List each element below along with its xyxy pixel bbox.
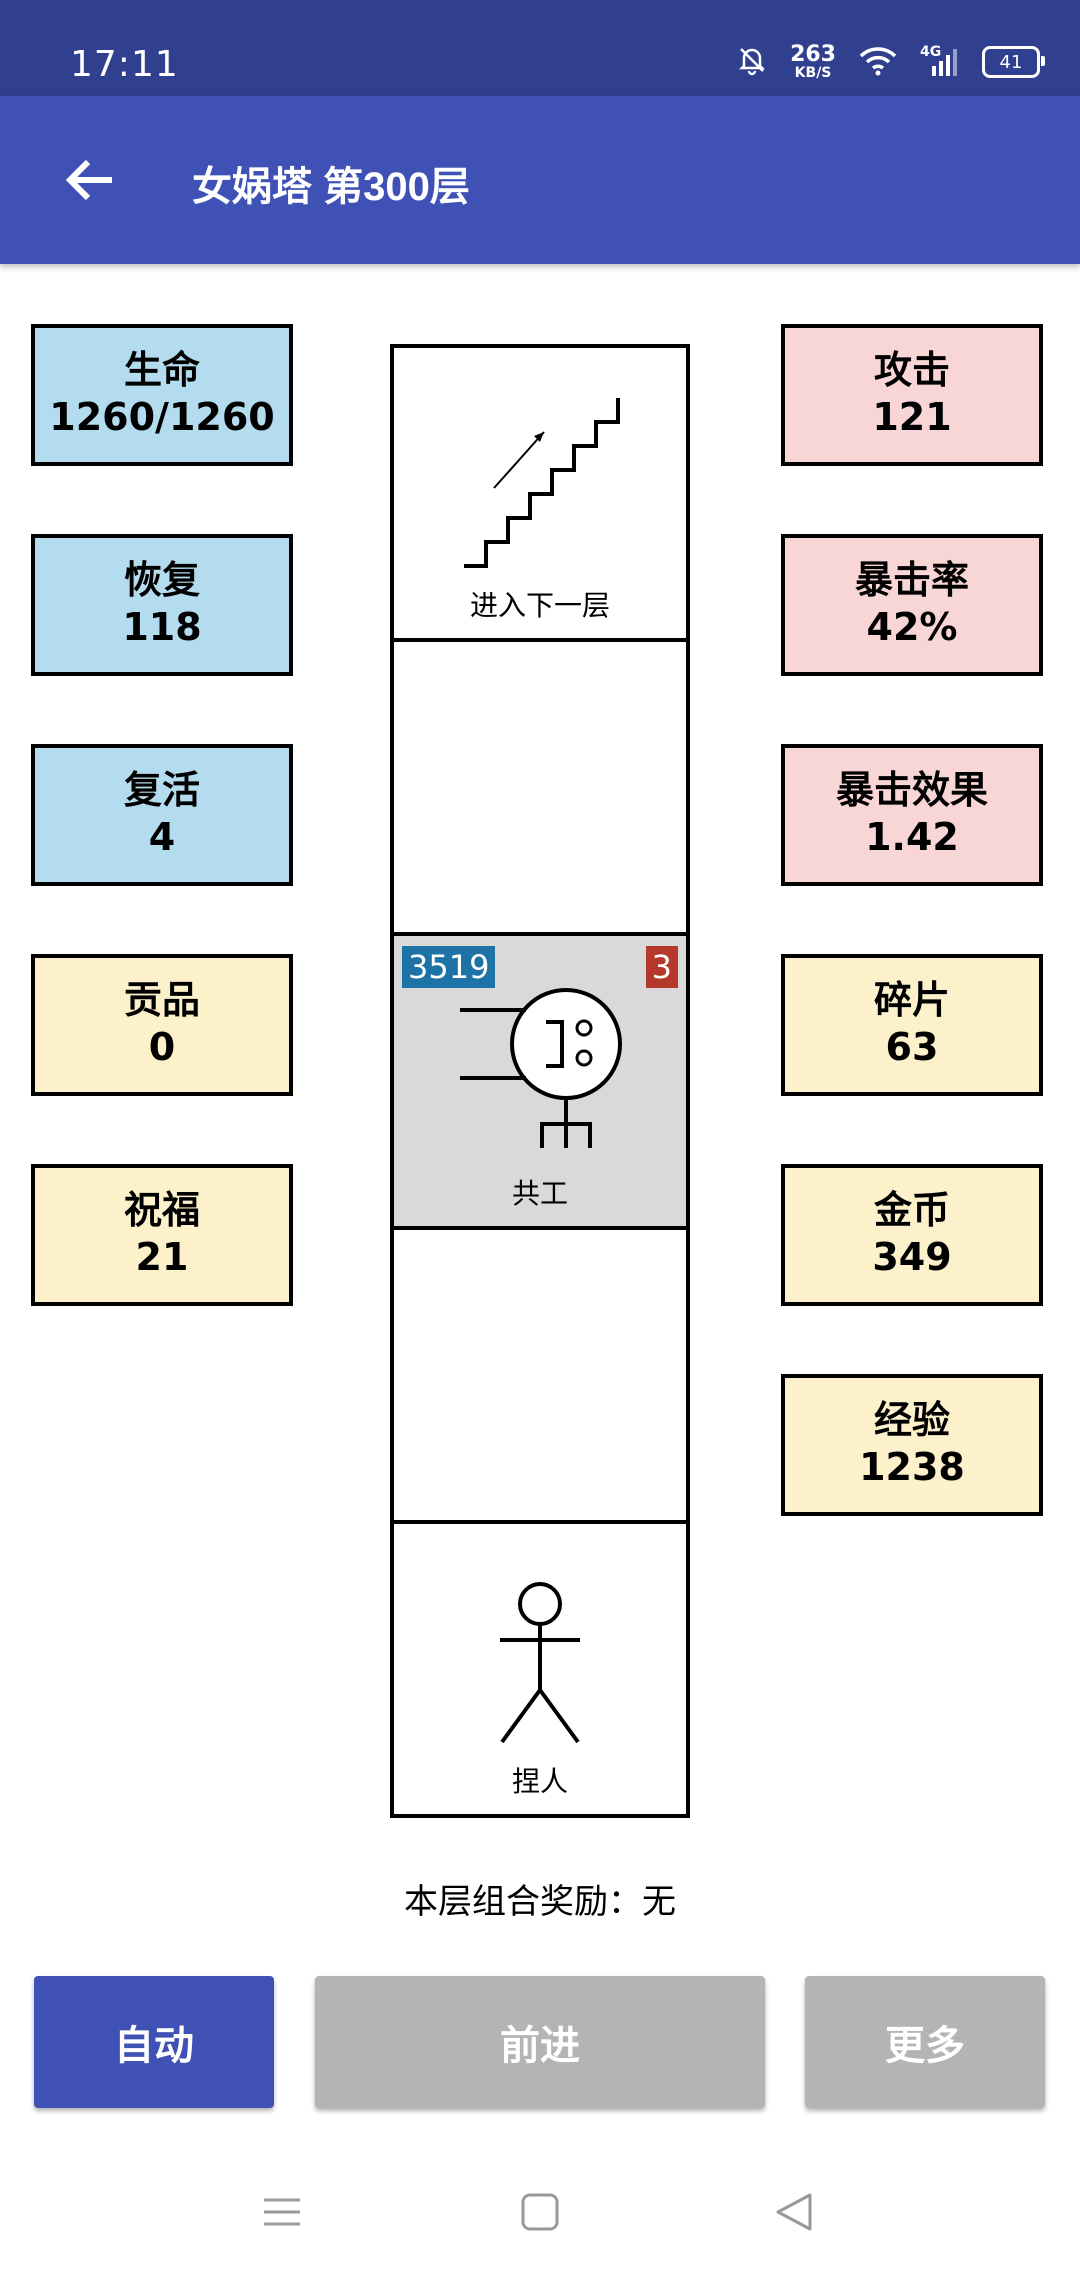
tower-cell-empty [390,1226,690,1524]
home-icon[interactable] [520,2192,560,2236]
enemy-hp-badge: 3519 [402,946,496,988]
battery-icon: 41 [982,46,1045,78]
stat-fragments: 碎片 63 [781,954,1043,1096]
stairs-icon [464,398,620,568]
stat-offering: 贡品 0 [31,954,293,1096]
arrow-left-icon [65,159,112,201]
status-bar: 17:11 263 KB/S 4G [0,0,1080,96]
system-nav-bar [0,2180,1080,2280]
auto-button[interactable]: 自动 [34,1976,274,2108]
back-triangle-icon[interactable] [774,2192,814,2236]
more-button[interactable]: 更多 [805,1976,1045,2108]
floor-reward-text: 本层组合奖励：无 [404,1882,676,1922]
app-bar: 女娲塔 第300层 [0,96,1080,264]
tower-cell-stairs[interactable]: 进入下一层 [390,344,690,642]
enemy-name: 共工 [511,1177,568,1210]
enemy-gonggong-icon [460,988,622,1148]
stat-attack: 攻击 121 [781,324,1043,466]
network-speed: 263 KB/S [790,42,836,81]
enemy-level-badge: 3 [645,946,678,988]
stat-hp: 生命 1260/1260 [31,324,293,466]
player-stick-figure-icon [500,1582,580,1744]
stat-blessing: 祝福 21 [31,1164,293,1306]
menu-icon[interactable] [262,2192,302,2236]
stat-experience: 经验 1238 [781,1374,1043,1516]
status-time: 17:11 [70,44,179,85]
status-icons: 263 KB/S 4G 41 [736,40,1045,84]
tower-cell-empty [390,638,690,936]
stat-revive: 复活 4 [31,744,293,886]
stat-regen: 恢复 118 [31,534,293,676]
forward-button[interactable]: 前进 [315,1976,765,2108]
cellular-signal-icon: 4G [920,44,960,78]
wifi-icon [858,44,898,80]
stat-crit-rate: 暴击率 42% [781,534,1043,676]
bell-muted-icon [736,44,768,80]
stat-gold: 金币 349 [781,1164,1043,1306]
player-label: 捏人 [511,1765,568,1798]
stairs-label: 进入下一层 [469,589,610,622]
page-title: 女娲塔 第300层 [192,165,470,209]
stat-crit-effect: 暴击效果 1.42 [781,744,1043,886]
back-button[interactable] [58,148,122,212]
tower-cell-enemy[interactable]: 3519 3 共工 [390,932,690,1230]
tower-cell-player: 捏人 [390,1520,690,1818]
tower-column: 进入下一层 3519 3 共工 捏人 [390,344,690,1818]
